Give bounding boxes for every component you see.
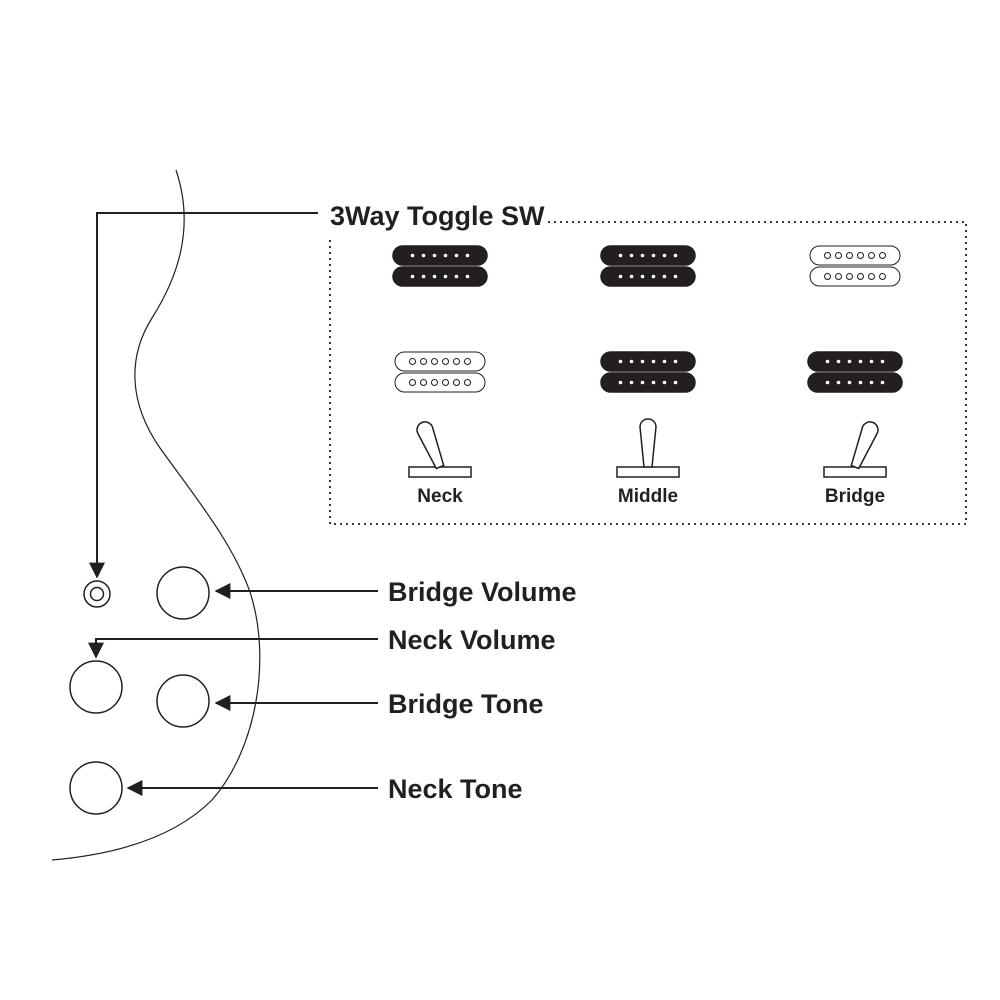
toggle-positions-box	[329, 221, 967, 525]
toggle-position-bridge: Bridge	[807, 245, 903, 507]
neck-pickup-icon	[809, 245, 901, 287]
bridge-tone-label: Bridge Tone	[388, 689, 544, 719]
toggle-position-label: Bridge	[825, 486, 885, 507]
toggle-position-neck: Neck	[392, 245, 488, 507]
toggle-lever-icon	[616, 418, 680, 478]
bridge-volume-knob	[156, 566, 210, 620]
bridge-pickup-icon	[600, 351, 696, 393]
toggle-switch	[83, 580, 111, 608]
neck-volume-leader	[88, 638, 378, 659]
guitar-body-outline	[51, 169, 261, 861]
toggle-lever-icon	[823, 421, 887, 478]
toggle-position-label: Middle	[618, 486, 678, 507]
toggle-lever-icon	[408, 421, 472, 478]
neck-tone-knob	[69, 761, 123, 815]
bridge-pickup-icon	[394, 351, 486, 393]
neck-volume-label: Neck Volume	[388, 625, 556, 655]
bridge-volume-label: Bridge Volume	[388, 577, 577, 607]
toggle-switch-leader	[89, 212, 318, 579]
toggle-switch-title: 3Way Toggle SW	[330, 201, 545, 231]
toggle-position-middle: Middle	[600, 245, 696, 507]
neck-pickup-icon	[392, 245, 488, 287]
toggle-position-label: Neck	[417, 486, 463, 507]
neck-tone-label: Neck Tone	[388, 774, 523, 804]
toggle-positions: Neck Middle Bridge	[392, 245, 903, 507]
neck-volume-knob	[69, 660, 123, 714]
neck-pickup-icon	[600, 245, 696, 287]
bridge-tone-knob	[156, 674, 210, 728]
bridge-pickup-icon	[807, 351, 903, 393]
